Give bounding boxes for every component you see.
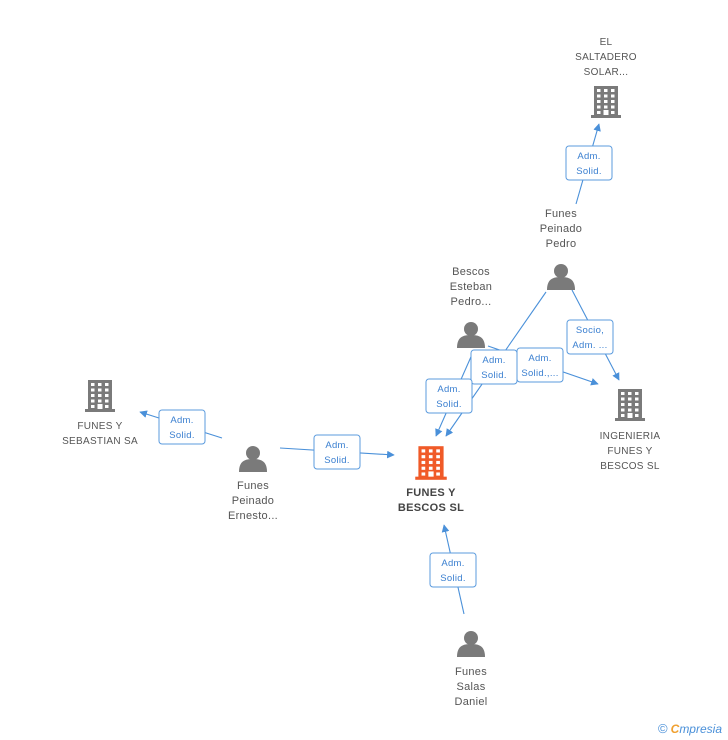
brand-logo-text: mpresia — [679, 722, 722, 736]
edge-label-line: Socio, — [576, 325, 604, 336]
edge-label-line: Solid. — [436, 399, 462, 410]
edge-label-pedro-ingenieria[interactable]: Socio, Adm. ... — [566, 319, 614, 355]
node-label-line: Salas — [456, 681, 485, 693]
node-label-line: Peinado — [540, 223, 582, 235]
edge-label-line: Adm. — [528, 353, 551, 364]
brand-logo-letter: C — [670, 722, 680, 736]
edge-label-bescos-main[interactable]: Adm. Solid. — [470, 349, 518, 385]
edge-label-box — [425, 378, 473, 414]
node-label-line: Esteban — [450, 281, 492, 293]
person-icon — [547, 264, 575, 290]
node-label-line: Funes — [545, 208, 577, 220]
edge-label-pedro-main[interactable]: Adm. Solid. — [425, 378, 473, 414]
edge-label-bescos-ingenieria[interactable]: Adm. Solid.,... — [516, 347, 564, 383]
edge-label-pedro-saltadero[interactable]: Adm. Solid. — [565, 145, 613, 181]
node-label-line: Bescos — [452, 266, 490, 278]
node-label-line: Pedro... — [451, 296, 492, 308]
node-label-line: INGENIERIA — [600, 431, 661, 442]
node-label-line: FUNES Y — [607, 446, 652, 457]
person-icon — [457, 322, 485, 348]
node-ingenieria[interactable]: INGENIERIA FUNES Y BESCOS SL — [600, 389, 661, 472]
edge-label-salas-main[interactable]: Adm. Solid. — [429, 552, 477, 588]
node-label-line: FUNES Y — [77, 421, 122, 432]
edge-label-box — [565, 145, 613, 181]
building-icon — [415, 446, 447, 480]
nodes-layer: ELSALTADEROSOLAR...FunesPeinadoPedroBesc… — [62, 37, 660, 708]
node-label-line: Pedro — [546, 238, 577, 250]
building-icon — [591, 86, 621, 118]
node-el-saltadero[interactable]: EL SALTADERO SOLAR... — [575, 37, 637, 118]
edge-label-line: Adm. — [577, 151, 600, 162]
node-bescos-esteban[interactable]: BescosEstebanPedro... — [450, 266, 492, 348]
edge-label-box — [158, 409, 206, 445]
node-label-line: Peinado — [232, 495, 274, 507]
empresia-brand[interactable]: ©Cmpresia — [658, 721, 722, 736]
edge-label-ernesto-sebastian[interactable]: Adm. Solid. — [158, 409, 206, 445]
edge-label-line: Adm. — [325, 440, 348, 451]
node-label-line: EL — [600, 37, 613, 48]
building-icon — [615, 389, 645, 421]
edge-label-line: Adm. ... — [572, 340, 607, 351]
edge-label-line: Solid. — [481, 370, 507, 381]
node-funes-ernesto[interactable]: FunesPeinadoErnesto... — [228, 446, 278, 522]
copyright-icon: © — [658, 721, 668, 736]
edge-label-box — [429, 552, 477, 588]
edge-label-line: Solid. — [576, 166, 602, 177]
edge-label-line: Adm. — [482, 355, 505, 366]
node-label-line: Funes — [237, 480, 269, 492]
node-label-line: Ernesto... — [228, 510, 278, 522]
edge-label-line: Adm. — [441, 558, 464, 569]
node-label-line: SALTADERO — [575, 52, 637, 63]
node-label-line: SOLAR... — [584, 67, 629, 78]
building-icon — [85, 380, 115, 412]
edge-label-line: Solid.,... — [521, 368, 558, 379]
edge-label-line: Solid. — [440, 573, 466, 584]
node-label-line: BESCOS SL — [600, 461, 660, 472]
node-funes-sebastian[interactable]: FUNES Y SEBASTIAN SA — [62, 380, 138, 447]
person-icon — [457, 631, 485, 657]
edge-label-ernesto-main[interactable]: Adm. Solid. — [313, 434, 361, 470]
edge-label-box — [566, 319, 614, 355]
edge-label-line: Adm. — [170, 415, 193, 426]
edge-label-line: Solid. — [169, 430, 195, 441]
node-label-line: Daniel — [455, 696, 488, 708]
edge-label-box — [313, 434, 361, 470]
node-label-line: BESCOS SL — [398, 502, 464, 514]
node-main[interactable]: FUNES Y BESCOS SL — [398, 446, 464, 514]
edge-label-line: Solid. — [324, 455, 350, 466]
node-label-line: FUNES Y — [406, 487, 456, 499]
node-label-line: Funes — [455, 666, 487, 678]
edge-label-line: Adm. — [437, 384, 460, 395]
person-icon — [239, 446, 267, 472]
edge-labels-layer: Adm.Solid.Socio,Adm. ...Adm.Solid.,...Ad… — [158, 145, 614, 588]
node-label-line: SEBASTIAN SA — [62, 436, 138, 447]
edge-label-box — [470, 349, 518, 385]
